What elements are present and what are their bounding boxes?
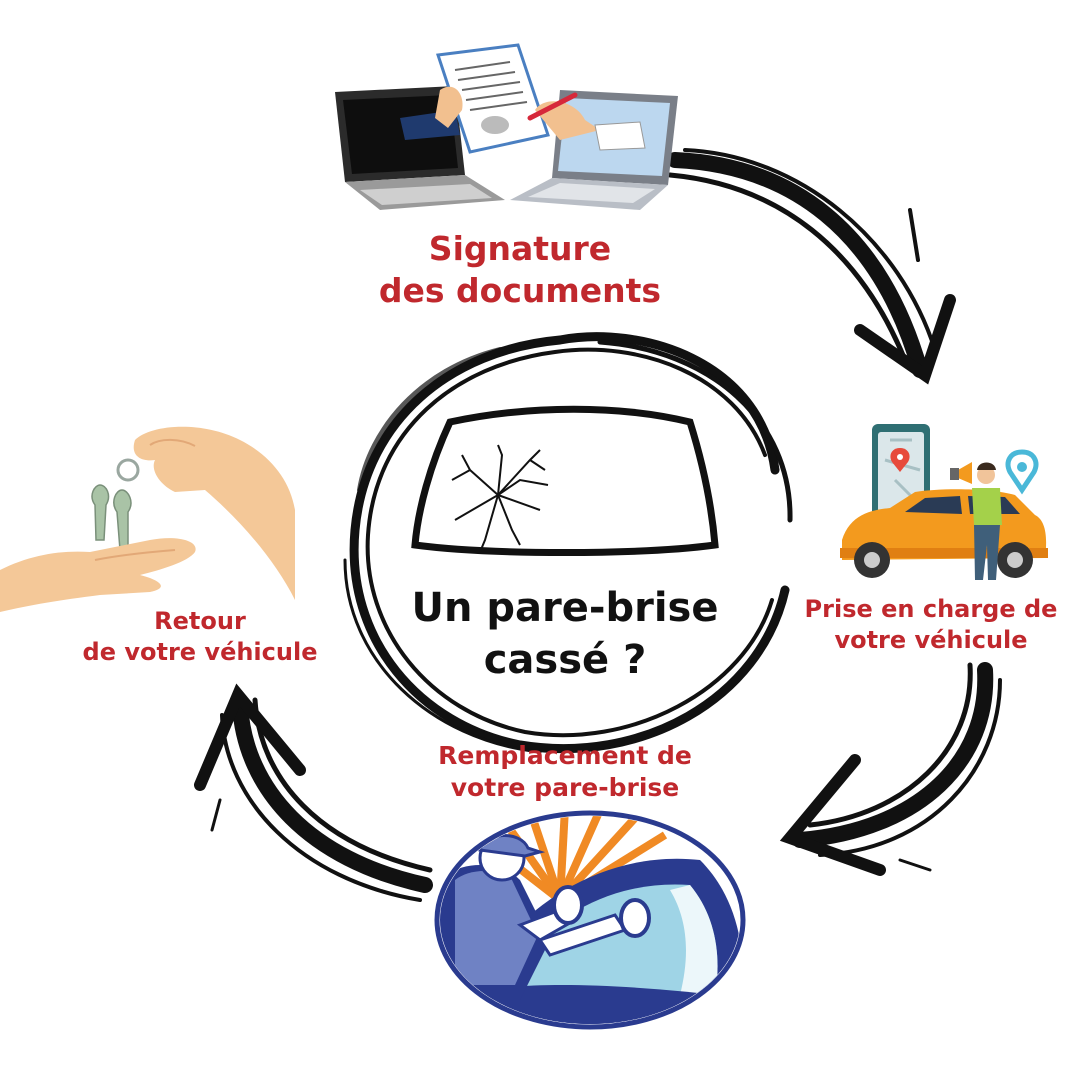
laptops-signature-icon bbox=[335, 43, 678, 210]
step-label-return-line1: Retour bbox=[154, 607, 246, 635]
broken-windshield-icon bbox=[411, 405, 719, 556]
step-label-signature-line2: des documents bbox=[378, 271, 662, 311]
arrow-pickup-to-replacement bbox=[779, 662, 1002, 876]
center-title: Un pare-brise cassé ? bbox=[390, 582, 740, 686]
step-label-replacement-line1: Remplacement de bbox=[438, 741, 692, 770]
step-label-pickup: Prise en charge de votre véhicule bbox=[786, 594, 1076, 655]
center-brush-circle bbox=[343, 332, 793, 754]
arrow-sign-to-pickup bbox=[667, 148, 956, 385]
step-label-return: Retour de votre véhicule bbox=[55, 606, 345, 667]
step-label-pickup-line1: Prise en charge de bbox=[804, 595, 1058, 623]
step-label-return-line2: de votre véhicule bbox=[82, 637, 318, 666]
center-title-line2: cassé ? bbox=[483, 637, 647, 683]
step-label-pickup-line2: votre véhicule bbox=[834, 625, 1028, 654]
step-label-signature: Signature des documents bbox=[340, 228, 700, 312]
step-label-signature-line1: Signature bbox=[428, 229, 612, 268]
step-label-replacement: Remplacement de votre pare-brise bbox=[405, 740, 725, 804]
step-label-replacement-line2: votre pare-brise bbox=[450, 773, 680, 802]
center-title-line1: Un pare-brise bbox=[411, 585, 719, 631]
keys-handover-icon bbox=[0, 426, 295, 612]
arrow-replacement-to-return bbox=[194, 683, 433, 902]
windshield-technician-icon bbox=[434, 810, 746, 1030]
car-pickup-icon bbox=[840, 424, 1048, 580]
